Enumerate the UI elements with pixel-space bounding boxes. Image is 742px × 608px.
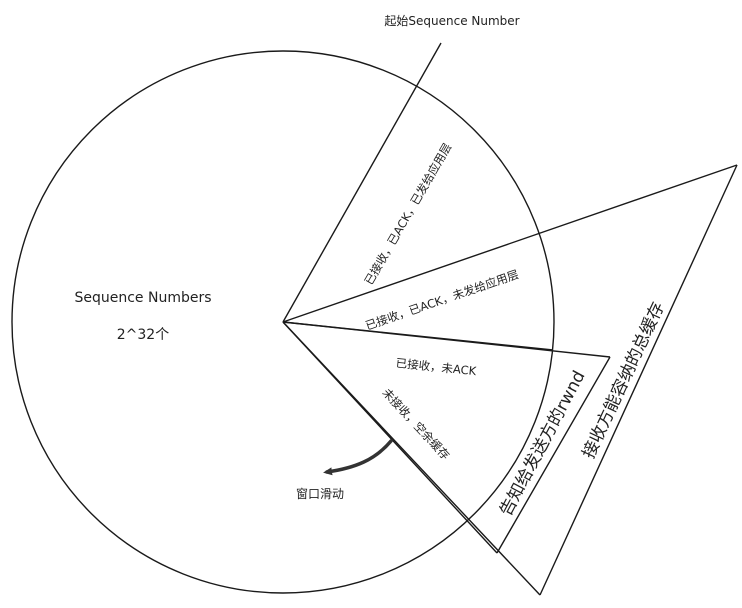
not-received-free-buffer-label: 未接收，空余缓存 <box>380 386 453 463</box>
received-acked-not-delivered-label: 已接收，已ACK，未发给应用层 <box>363 267 520 333</box>
advertised-rwnd-label: 告知给发送方的rwnd <box>496 367 589 519</box>
sequence-space-size-label: 2^32个 <box>117 327 169 343</box>
delivered-boundary-radius <box>282 164 738 323</box>
received-acked-delivered-label: 已接收，已ACK，已发给应用层 <box>362 141 455 288</box>
sequence-numbers-label: Sequence Numbers <box>74 290 211 306</box>
total-buffer-boundary-radius <box>282 321 541 596</box>
start-sequence-label: 起始Sequence Number <box>384 14 519 28</box>
sequence-number-circle <box>11 50 555 594</box>
start-sequence-radius <box>282 42 442 323</box>
window-sliding-label: 窗口滑动 <box>296 487 344 501</box>
receiver-total-buffer-label: 接收方能容纳的总缓存 <box>579 299 669 462</box>
total-buffer-outer-edge <box>539 164 738 596</box>
window-sliding-arrow <box>323 439 393 476</box>
rwnd-outer-edge <box>496 356 611 554</box>
received-boundary-radius <box>282 321 611 358</box>
received-not-acked-label: 已接收，未ACK <box>395 356 477 378</box>
